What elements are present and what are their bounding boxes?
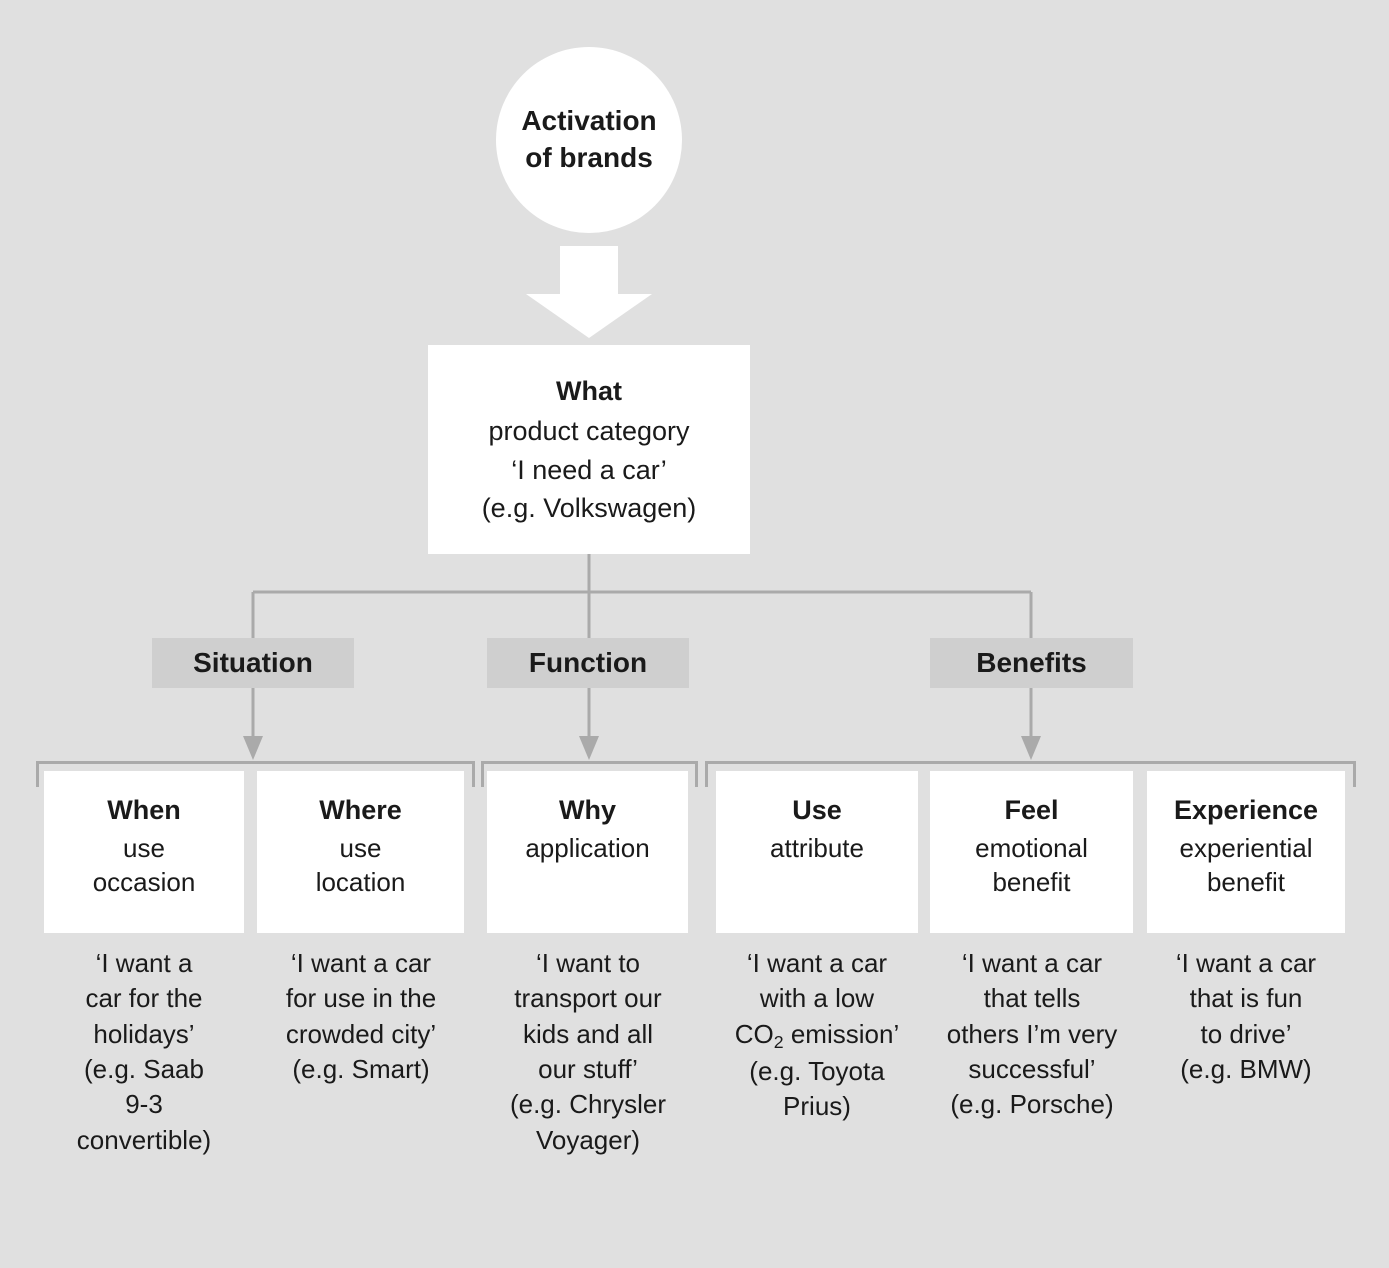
group-bracket-benefits bbox=[705, 761, 1356, 787]
quote-use-subscript: 2 bbox=[773, 1031, 784, 1052]
quote-use-pre: ‘I want a car with a low CO bbox=[734, 948, 888, 1049]
quote-why: ‘I want to transport our kids and all ou… bbox=[509, 948, 667, 1155]
quote-experience: ‘I want a car that is fun to drive’ (e.g… bbox=[1175, 948, 1317, 1085]
what-line-2: ‘I need a car’ bbox=[511, 454, 667, 485]
leaf-sub1-where: use bbox=[339, 832, 382, 863]
group-bracket-situation bbox=[36, 761, 475, 787]
what-node: What product category ‘I need a car’ (e.… bbox=[428, 345, 750, 554]
leaf-sub1-experience: experiential bbox=[1179, 832, 1313, 863]
leaf-lead-use: Use bbox=[792, 795, 842, 825]
leaf-sub2-when: occasion bbox=[92, 866, 196, 897]
category-label-benefits: Benefits bbox=[976, 647, 1087, 678]
leaf-sub1-when: use bbox=[123, 832, 165, 863]
quote-when: ‘I want a car for the holidays’ (e.g. Sa… bbox=[76, 948, 212, 1155]
down-block-arrow-icon bbox=[524, 246, 654, 340]
leaf-sub2-feel: benefit bbox=[992, 866, 1071, 897]
quote-use-post: emission’ (e.g. Toyota Prius) bbox=[749, 1018, 900, 1122]
leaf-node-when: When use occasion bbox=[44, 771, 244, 933]
leaf-lead-experience: Experience bbox=[1173, 795, 1319, 825]
leaf-lead-when: When bbox=[107, 795, 181, 825]
quote-use: ‘I want a car with a low CO2 emission’ (… bbox=[712, 946, 922, 1124]
root-label-line2: of brands bbox=[525, 142, 653, 173]
leaf-sub1-feel: emotional bbox=[975, 832, 1088, 863]
leaf-node-why: Why application bbox=[487, 771, 688, 933]
leaf-node-use: Use attribute bbox=[716, 771, 918, 933]
leaf-lead-feel: Feel bbox=[1004, 795, 1059, 825]
leaf-lead-where: Where bbox=[319, 795, 402, 825]
category-chip-function[interactable]: Function bbox=[487, 638, 689, 688]
what-line-1: product category bbox=[488, 416, 690, 447]
leaf-sub1-use: attribute bbox=[770, 832, 864, 863]
category-label-function: Function bbox=[528, 647, 648, 678]
leaf-node-experience: Experience experiential benefit bbox=[1147, 771, 1345, 933]
leaf-sub2-experience: benefit bbox=[1206, 866, 1286, 897]
what-title: What bbox=[556, 375, 622, 406]
root-label-line1: Activation bbox=[521, 105, 657, 137]
leaf-sub1-why: application bbox=[525, 832, 650, 863]
category-chip-benefits[interactable]: Benefits bbox=[930, 638, 1133, 688]
leaf-sub2-where: location bbox=[315, 866, 406, 897]
quote-where: ‘I want a car for use in the crowded cit… bbox=[285, 948, 437, 1085]
leaf-node-where: Where use location bbox=[257, 771, 464, 933]
leaf-node-feel: Feel emotional benefit bbox=[930, 771, 1133, 933]
category-chip-situation[interactable]: Situation bbox=[152, 638, 354, 688]
leaf-lead-why: Why bbox=[559, 795, 616, 825]
quote-feel: ‘I want a car that tells others I’m very… bbox=[946, 948, 1118, 1120]
category-label-situation: Situation bbox=[193, 647, 313, 678]
root-node-activation-of-brands: Activation of brands bbox=[496, 47, 682, 233]
group-bracket-function bbox=[481, 761, 698, 787]
what-line-3: (e.g. Volkswagen) bbox=[481, 492, 697, 523]
